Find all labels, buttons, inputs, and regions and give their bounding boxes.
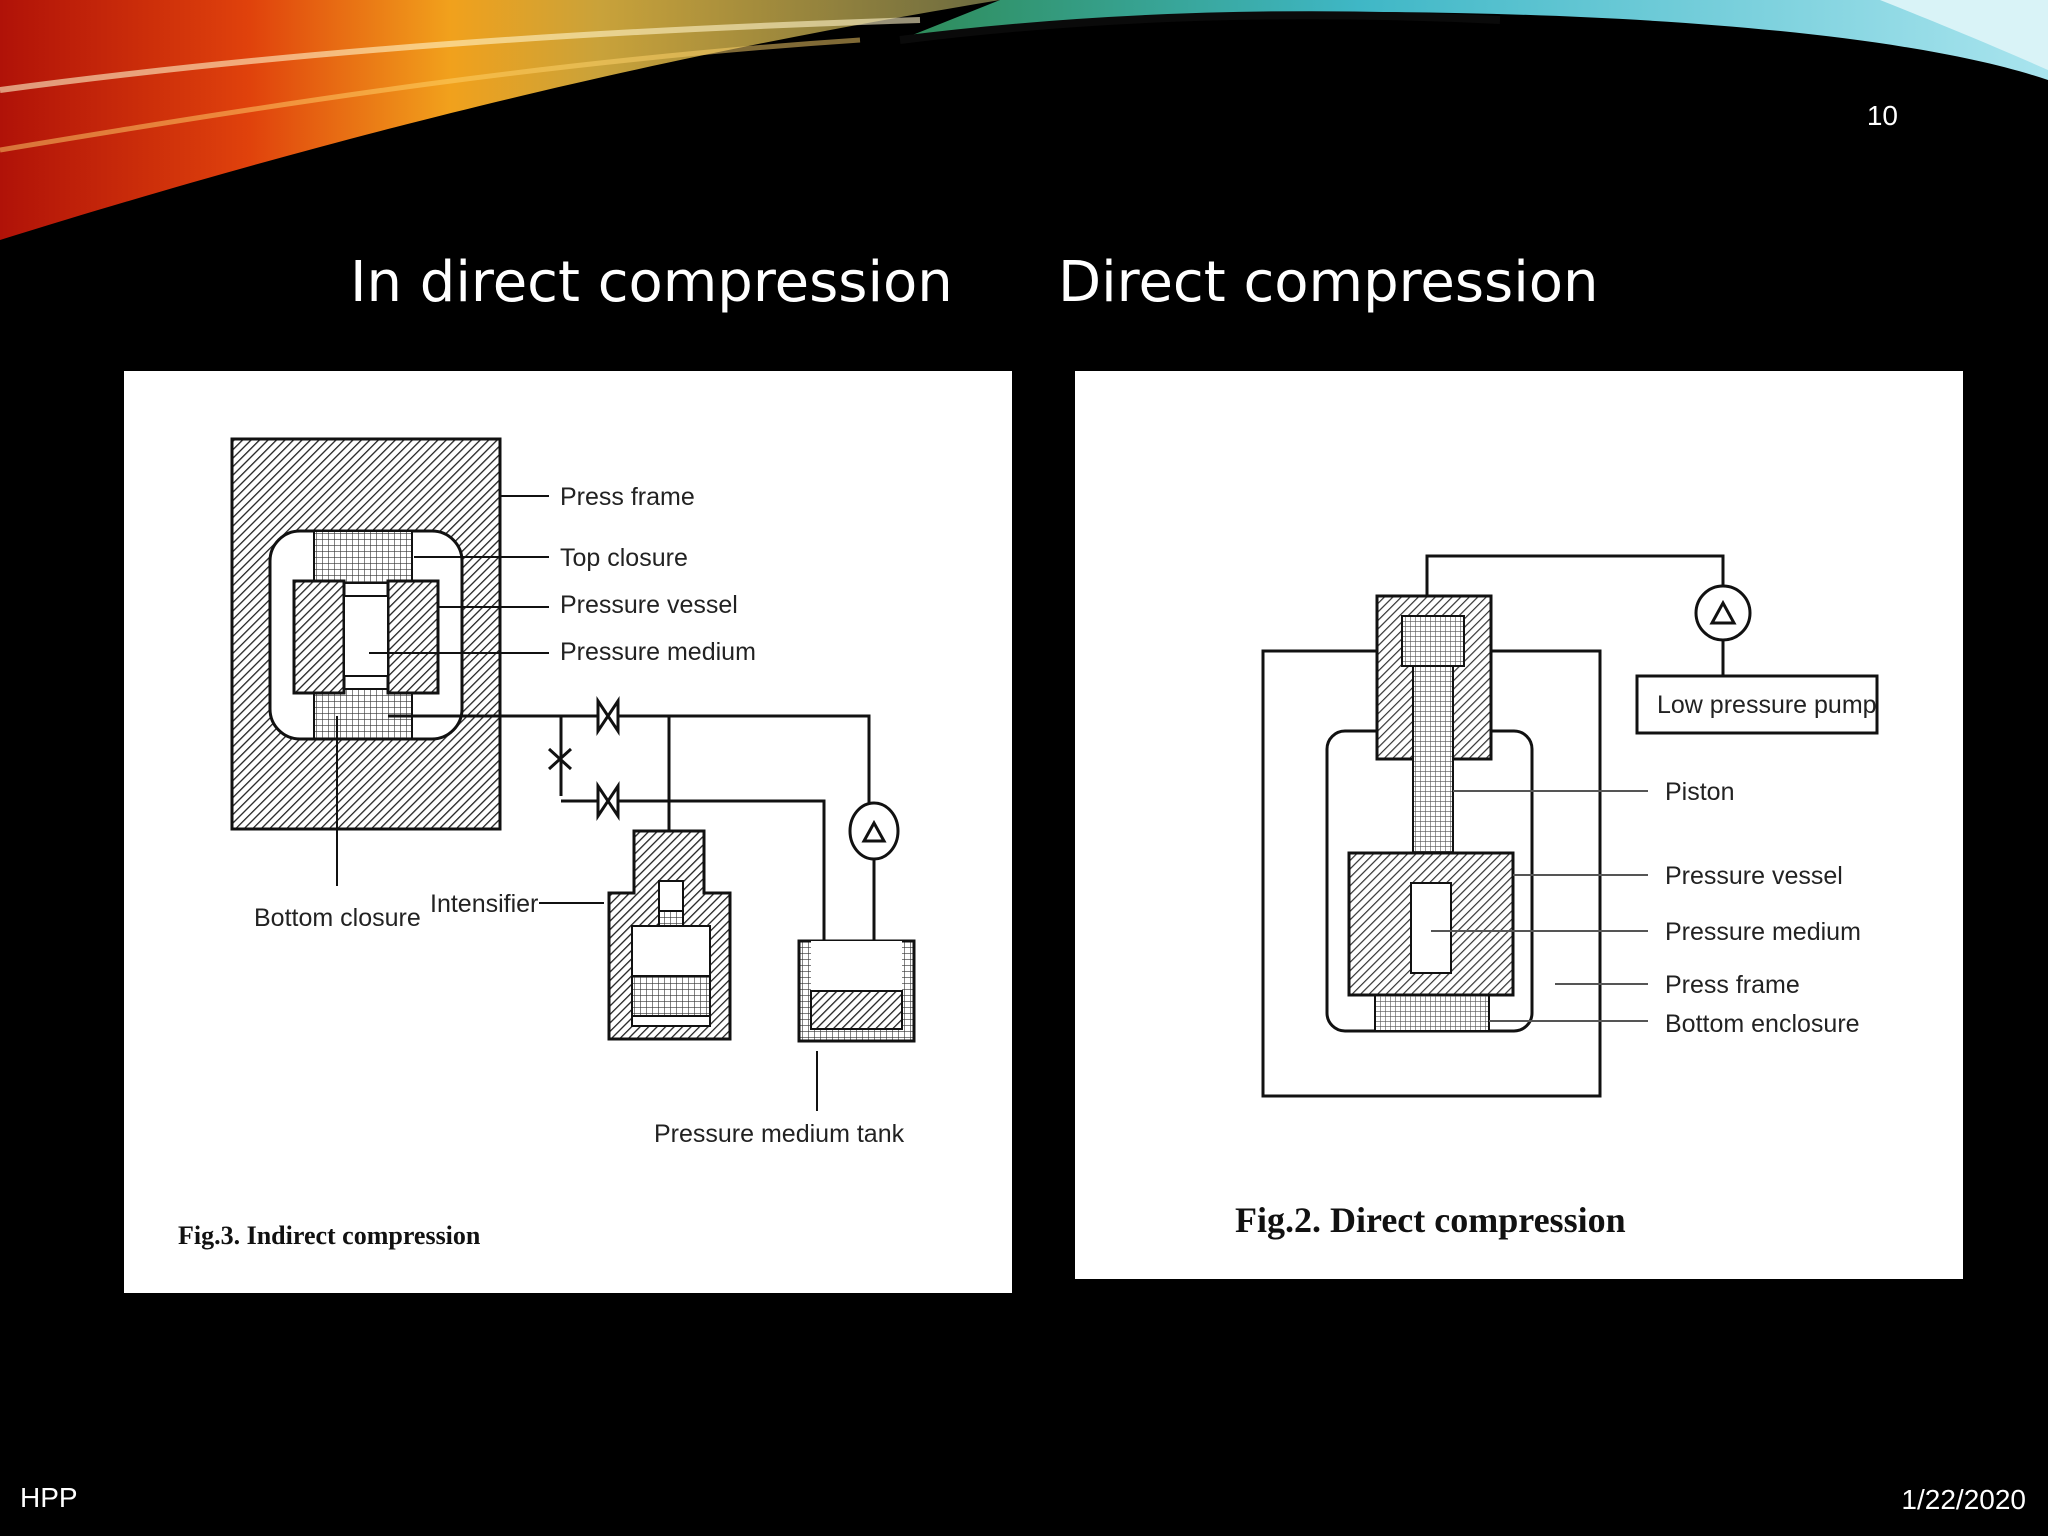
label-pressure-vessel: Pressure vessel xyxy=(560,591,738,619)
label-pressure-medium-tank: Pressure medium tank xyxy=(654,1120,905,1148)
footer-date: 1/22/2020 xyxy=(1901,1484,2026,1515)
low-pressure-pump-box xyxy=(1635,674,1879,735)
pressure-gauge-icon xyxy=(848,801,900,941)
pressure-medium-tank-shape xyxy=(797,939,916,1043)
figure-caption: Fig.2. Direct compression xyxy=(1235,1200,1626,1240)
piston-shape xyxy=(1412,665,1454,854)
label-bottom-enclosure: Bottom enclosure xyxy=(1665,1010,1860,1038)
figure-caption: Fig.3. Indirect compression xyxy=(178,1221,481,1250)
label-pressure-medium: Pressure medium xyxy=(1665,918,1861,946)
leader-lines xyxy=(1431,790,1648,1022)
valve-icon xyxy=(547,696,620,821)
figure-indirect-compression: Press frame Top closure Pressure vessel … xyxy=(124,371,1012,1293)
heading-indirect-compression: In direct compression xyxy=(350,250,953,315)
pump-line xyxy=(1425,554,1725,676)
label-intensifier: Intensifier xyxy=(430,890,538,918)
pressure-vessel-shape xyxy=(1347,851,1515,997)
pressure-gauge-icon xyxy=(1694,584,1752,642)
label-pressure-vessel: Pressure vessel xyxy=(1665,862,1843,890)
label-bottom-closure: Bottom closure xyxy=(254,904,421,932)
closures-shape xyxy=(313,530,413,740)
figure-direct-compression: Low pressure pump Piston Pressure vessel… xyxy=(1075,371,1963,1279)
intensifier-shape xyxy=(607,829,732,1041)
heading-direct-compression: Direct compression xyxy=(1058,250,1599,315)
leader-lines xyxy=(336,495,818,1111)
label-top-closure: Top closure xyxy=(560,544,688,572)
label-press-frame: Press frame xyxy=(560,483,695,511)
label-press-frame: Press frame xyxy=(1665,971,1800,999)
label-low-pressure-pump: Low pressure pump xyxy=(1657,691,1877,719)
bottom-enclosure-shape xyxy=(1374,994,1490,1032)
pressure-vessel-shape xyxy=(292,579,440,695)
label-pressure-medium: Pressure medium xyxy=(560,638,756,666)
decorative-banner xyxy=(0,0,2048,240)
slide-number: 10 xyxy=(1866,100,1898,131)
label-piston: Piston xyxy=(1665,778,1734,806)
piping-lines xyxy=(388,714,871,941)
footer-left-text: HPP xyxy=(20,1482,78,1513)
